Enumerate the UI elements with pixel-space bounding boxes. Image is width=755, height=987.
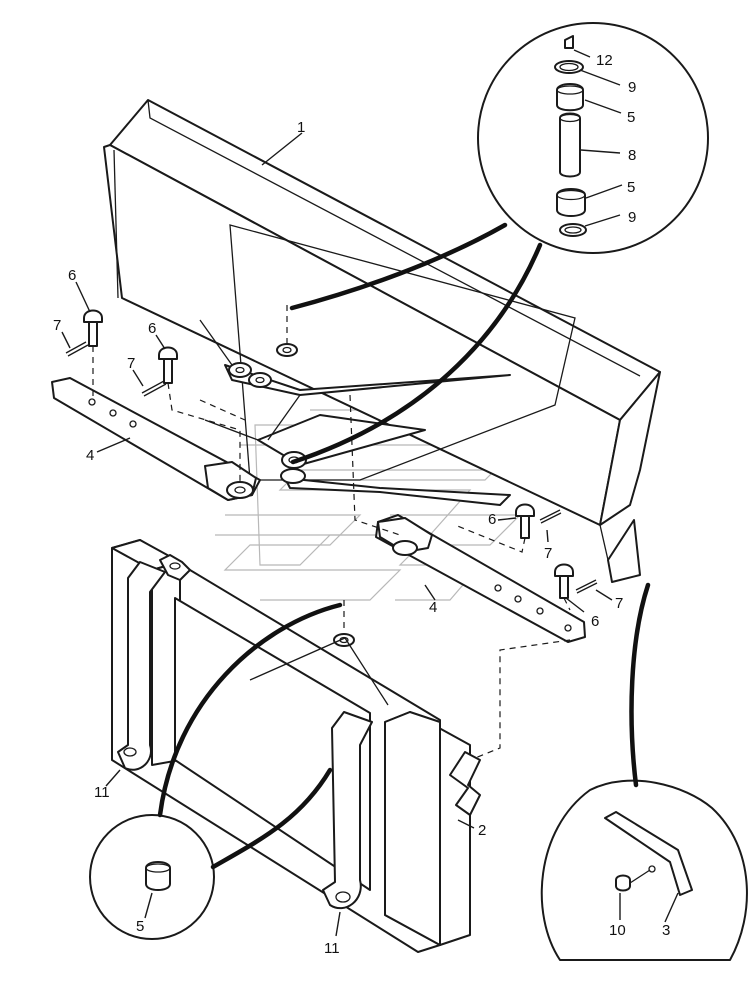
callout-6-a: 6 [68, 267, 76, 284]
callout-12: 12 [596, 52, 613, 69]
attach-frame [111, 539, 481, 953]
callout-7-c: 7 [544, 545, 552, 562]
lift-arm-left [51, 377, 261, 501]
callout-5-upper: 5 [627, 109, 635, 126]
callout-5-lower: 5 [627, 179, 635, 196]
assembly-lines [92, 305, 571, 761]
callout-11-right: 11 [324, 940, 340, 957]
detail-pin-assembly [477, 22, 709, 254]
callout-4-right: 4 [429, 599, 437, 616]
callout-7-d: 7 [615, 595, 623, 612]
callout-9-lower: 9 [628, 209, 636, 226]
callout-numbers: 1 2 3 4 4 5 5 5 6 6 6 6 7 7 7 7 8 9 9 10… [53, 52, 670, 957]
pivot-bosses [228, 343, 307, 484]
callout-9-upper: 9 [628, 79, 636, 96]
callout-8: 8 [628, 147, 636, 164]
callout-6-d: 6 [591, 613, 599, 630]
callout-7-a: 7 [53, 317, 61, 334]
callout-4-left: 4 [86, 447, 94, 464]
detail-connectors [157, 222, 651, 870]
callout-5-bushing: 5 [136, 918, 144, 935]
callout-7-b: 7 [127, 355, 135, 372]
cotter-pins [65, 341, 598, 594]
detail-bushing [89, 814, 215, 940]
callout-3: 3 [662, 922, 670, 939]
pins [83, 309, 574, 599]
callout-1: 1 [297, 119, 305, 136]
callout-6-c: 6 [488, 511, 496, 528]
callout-10: 10 [609, 922, 626, 939]
leader-lines [61, 49, 679, 937]
detail-cutting-edge [540, 779, 748, 961]
lift-arm-right [375, 514, 586, 643]
callout-11-left: 11 [94, 784, 110, 801]
callout-2: 2 [478, 822, 486, 839]
callout-6-b: 6 [148, 320, 156, 337]
